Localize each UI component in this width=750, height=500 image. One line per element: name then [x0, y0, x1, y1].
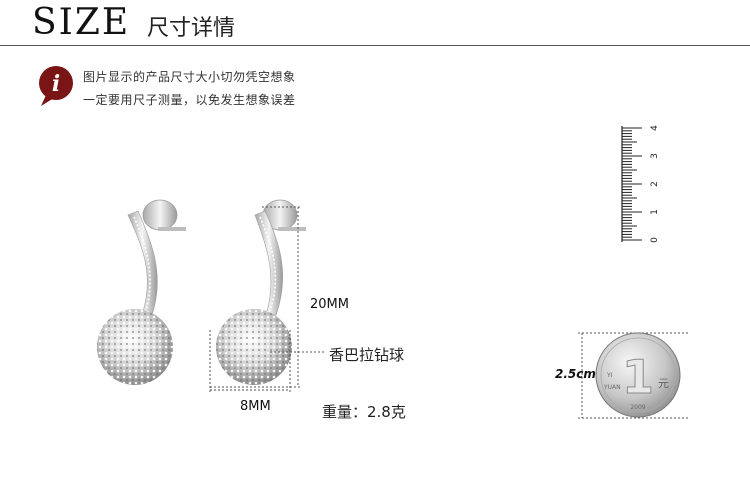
- coin-size-label: 2.5cm: [555, 367, 596, 381]
- height-dimension: 20MM: [310, 297, 349, 312]
- ruler-number: 1: [650, 209, 660, 215]
- notice-line-2: 一定要用尺子测量，以免发生想象误差: [83, 93, 296, 107]
- size-subtitle: 尺寸详情: [147, 16, 236, 41]
- ruler-icon: 0 1 2 3 4: [621, 125, 660, 243]
- coin-unit: 元: [658, 377, 669, 390]
- width-dimension: 8MM: [240, 399, 271, 414]
- info-letter: i: [52, 71, 60, 97]
- product-weight: 重量：2.8克: [322, 403, 406, 421]
- coin-side-right: YUAN: [603, 384, 621, 391]
- ruler-number: 2: [650, 181, 660, 187]
- coin-numeral: 1: [622, 350, 654, 404]
- ruler-number: 0: [650, 237, 660, 243]
- product-name: 香巴拉钻球: [329, 346, 405, 364]
- size-title: SIZE: [32, 2, 131, 43]
- ruler-number: 3: [650, 153, 660, 159]
- size-header: SIZE 尺寸详情: [0, 0, 750, 46]
- coin-year: 2009: [630, 404, 645, 411]
- earring-right: [216, 199, 306, 385]
- header-divider: [0, 45, 750, 46]
- info-bubble-icon: i: [39, 66, 73, 106]
- earrings-illustration: [97, 199, 306, 385]
- notice-line-1: 图片显示的产品尺寸大小切勿凭空想象: [83, 70, 296, 84]
- earring-left: [97, 199, 186, 385]
- coin-illustration: 1 元 YI YUAN 2009: [595, 332, 681, 418]
- ruler-number: 4: [650, 125, 660, 131]
- coin-side-left: YI: [606, 372, 613, 379]
